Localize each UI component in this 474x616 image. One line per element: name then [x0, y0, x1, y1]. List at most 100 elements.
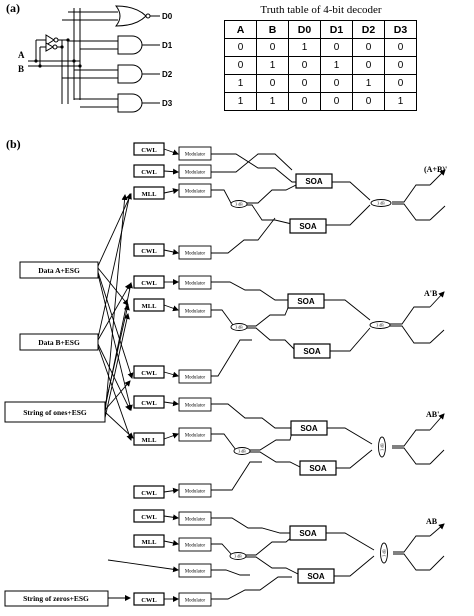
soa-label: SOA	[300, 424, 318, 433]
soa-label: SOA	[297, 297, 315, 306]
modulator-label: Modulator	[185, 153, 206, 158]
truth-table-header: B	[256, 20, 289, 39]
panel-b-label: (b)	[6, 137, 21, 151]
table-cell: 0	[320, 74, 353, 93]
input-b-label: B	[18, 64, 24, 74]
couplers	[229, 199, 392, 564]
junction-dots	[34, 38, 82, 68]
table-row: 0 1 0 1 0 0	[224, 56, 417, 75]
truth-table-header: D3	[384, 20, 417, 39]
table-cell: 0	[288, 74, 321, 93]
output-tails	[429, 205, 446, 571]
table-cell: 1	[256, 56, 289, 75]
laser-boxes	[133, 142, 165, 606]
truth-table-header: D0	[288, 20, 321, 39]
soa-label: SOA	[305, 177, 323, 186]
coupler-label: 3 dB	[238, 449, 246, 453]
table-cell: 0	[352, 56, 385, 75]
modulator-label: Modulator	[185, 171, 206, 176]
table-cell: 1	[320, 56, 353, 75]
output-d2-label: D2	[162, 70, 173, 79]
modulator-label: Modulator	[185, 404, 206, 409]
modulator-label: Modulator	[185, 518, 206, 523]
output-d0-label: D0	[162, 12, 173, 21]
source-boxes	[4, 261, 109, 607]
table-cell: 1	[352, 74, 385, 93]
laser-label: CWL	[141, 514, 157, 521]
laser-label: CWL	[141, 147, 157, 154]
source-data-b-label: Data B+ESG	[38, 338, 80, 347]
table-cell: 0	[224, 38, 257, 57]
table-cell: 0	[288, 92, 321, 111]
table-row: 1 0 0 0 1 0	[224, 74, 417, 93]
table-cell: 0	[384, 74, 417, 93]
modulator-labels: Modulator Modulator Modulator Modulator …	[185, 153, 206, 604]
modulator-label: Modulator	[185, 434, 206, 439]
laser-label: CWL	[141, 597, 157, 604]
laser-label: CWL	[141, 248, 157, 255]
laser-modulator-arrows	[107, 148, 179, 602]
table-cell: 1	[256, 92, 289, 111]
laser-label: MLL	[142, 303, 157, 310]
modulator-label: Modulator	[185, 190, 206, 195]
table-cell: 1	[224, 74, 257, 93]
output-d1-label: D1	[162, 41, 173, 50]
laser-label: CWL	[141, 280, 157, 287]
soa-label: SOA	[309, 464, 327, 473]
soa-boxes	[287, 173, 337, 584]
source-fanout-arrows	[97, 193, 134, 601]
table-cell: 1	[288, 38, 321, 57]
coupler-label: 3 dB	[235, 325, 243, 329]
modulator-boxes	[178, 146, 212, 607]
coupler-labels: 3 dB 3 dB 3 dB 3 dB 3 dB 3 dB 3 dB 3 dB	[234, 201, 386, 558]
table-cell: 0	[384, 38, 417, 57]
source-zeros	[4, 590, 109, 607]
coupler-label: 3 dB	[380, 443, 384, 451]
soa-label: SOA	[299, 529, 317, 538]
laser-label: CWL	[141, 400, 157, 407]
coupler-label: 3 dB	[377, 201, 385, 205]
laser-label: CWL	[141, 490, 157, 497]
panel-a-label: (a)	[6, 1, 20, 15]
laser-label: MLL	[142, 191, 157, 198]
modulator-label: Modulator	[185, 376, 206, 381]
output-label-ab: AB	[426, 517, 438, 526]
coupler-label: 3 dB	[376, 323, 384, 327]
source-data-b	[19, 333, 99, 351]
laser-label: MLL	[142, 437, 157, 444]
laser-label: MLL	[142, 539, 157, 546]
coupler-label: 3 dB	[234, 554, 242, 558]
output-label-a-b-not: AB'	[426, 410, 439, 419]
modulator-label: Modulator	[185, 490, 206, 495]
laser-label: CWL	[141, 169, 157, 176]
table-row: 1 1 0 0 0 1	[224, 92, 417, 111]
output-arrows	[429, 169, 446, 537]
modulator-label: Modulator	[185, 544, 206, 549]
soa-label: SOA	[299, 222, 317, 231]
table-cell: 0	[256, 74, 289, 93]
laser-labels: CWL CWL MLL CWL CWL MLL CWL CWL MLL CWL …	[141, 147, 157, 604]
output-d3-label: D3	[162, 99, 173, 108]
truth-table-header: A	[224, 20, 257, 39]
coupler-label: 3 dB	[235, 202, 243, 206]
soa-label: SOA	[303, 347, 321, 356]
modulator-label: Modulator	[185, 252, 206, 257]
source-zeros-label: String of zeros+ESG	[23, 594, 89, 603]
modulator-label: Modulator	[185, 282, 206, 287]
soa-labels: SOA SOA SOA SOA SOA SOA SOA SOA	[297, 177, 327, 581]
table-cell: 0	[352, 38, 385, 57]
truth-table-header: D1	[320, 20, 353, 39]
modulator-label: Modulator	[185, 310, 206, 315]
modulator-label: Modulator	[185, 599, 206, 604]
table-cell: 0	[384, 56, 417, 75]
source-data-a	[19, 261, 99, 279]
source-data-a-label: Data A+ESG	[38, 266, 80, 275]
modulator-label: Modulator	[185, 570, 206, 575]
table-cell: 0	[256, 38, 289, 57]
output-label-nor: (A+B)'	[424, 165, 447, 174]
table-cell: 1	[224, 92, 257, 111]
truth-table: A B D0 D1 D2 D3 0 0 1 0 0 0 0 1 0 1 0 0 …	[224, 20, 417, 111]
source-ones-label: String of ones+ESG	[23, 408, 87, 417]
output-label-a-not-b: A'B	[424, 289, 438, 298]
